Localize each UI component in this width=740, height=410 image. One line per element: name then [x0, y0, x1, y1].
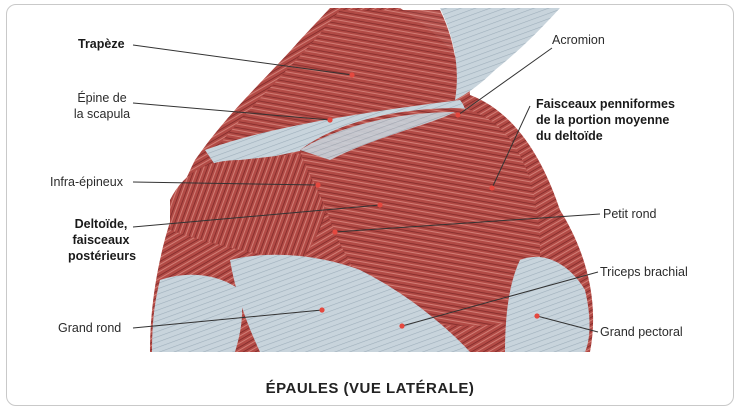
- label-deltoide-posterieur: Deltoïde, faisceaux postérieurs: [68, 216, 134, 264]
- label-epine-line1: Épine de: [72, 90, 132, 106]
- label-faisceaux-line3: du deltoïde: [536, 128, 675, 144]
- label-deltoide-post-line1: Deltoïde,: [68, 216, 134, 232]
- label-trapeze: Trapèze: [78, 36, 125, 52]
- neck-muscles: [440, 8, 560, 100]
- label-faisceaux-penniformes: Faisceaux penniformes de la portion moye…: [536, 96, 675, 144]
- teres-major-muscle: [152, 275, 242, 352]
- label-grand-pectoral: Grand pectoral: [600, 324, 683, 340]
- figure-caption: ÉPAULES (VUE LATÉRALE): [0, 380, 740, 397]
- label-epine-scapula: Épine de la scapula: [72, 90, 132, 122]
- label-faisceaux-line2: de la portion moyenne: [536, 112, 675, 128]
- label-grand-rond: Grand rond: [58, 320, 121, 336]
- label-triceps-brachial: Triceps brachial: [600, 264, 688, 280]
- label-infra-epineux: Infra-épineux: [50, 174, 123, 190]
- label-deltoide-post-line2: faisceaux: [68, 232, 134, 248]
- label-acromion: Acromion: [552, 32, 605, 48]
- label-petit-rond: Petit rond: [603, 206, 657, 222]
- label-epine-line2: la scapula: [72, 106, 132, 122]
- label-faisceaux-line1: Faisceaux penniformes: [536, 96, 675, 112]
- label-deltoide-post-line3: postérieurs: [68, 248, 134, 264]
